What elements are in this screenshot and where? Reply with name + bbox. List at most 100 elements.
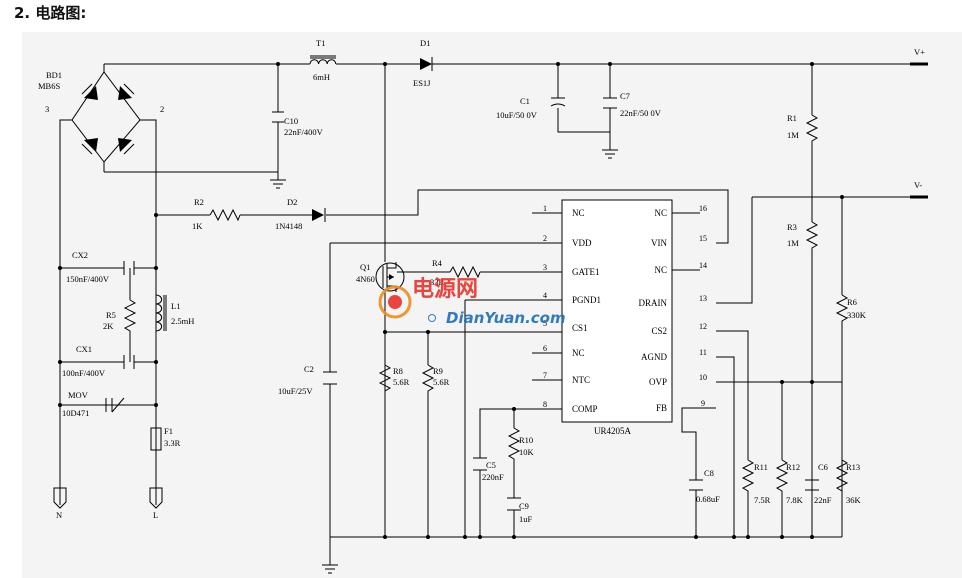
wires	[59, 62, 928, 565]
f1-ref: F1	[164, 426, 173, 436]
ic-pin-6-number: 6	[543, 344, 547, 353]
r13-ref: R13	[846, 462, 860, 472]
r2-ref: R2	[194, 197, 204, 207]
ic-pin-5-number: 5	[543, 319, 547, 328]
ic-pin-5-name: CS1	[572, 323, 588, 333]
output-vminus-label: V-	[914, 180, 922, 190]
r12-ref: R12	[786, 462, 800, 472]
d1-ref: D1	[420, 38, 430, 48]
dianyuan-watermark-logo: 电源网 DianYuan.com	[378, 277, 566, 327]
r8-value: 5.6R	[393, 377, 410, 387]
ic-pin-9-name: FB	[656, 403, 667, 413]
c1-value: 10uF/50 0V	[496, 110, 538, 120]
ic-pin-8-number: 8	[543, 400, 547, 409]
capacitor-c9: C9 1uF	[507, 497, 533, 524]
d1-value: ES1J	[413, 78, 431, 88]
resistor-r1: R1 1M	[787, 113, 819, 145]
c6-value: 22nF	[814, 495, 832, 505]
ic-pin-12-name: CS2	[651, 326, 667, 336]
ic-pin-1-number: 1	[543, 204, 547, 213]
d2-ref: D2	[287, 197, 297, 207]
c6-ref: C6	[818, 462, 828, 472]
capacitor-c8: C8 0.68uF	[689, 468, 720, 504]
q1-ref: Q1	[360, 262, 370, 272]
capacitor-cx1: CX1 100nF/400V	[62, 344, 135, 378]
fuse-f1: F1 3.3R	[150, 405, 181, 451]
ic-pin-10-number: 10	[699, 373, 707, 382]
inductor-l1: L1 2.5mH	[155, 294, 194, 332]
c1-ref: C1	[520, 96, 530, 106]
watermark-cn: 电源网	[412, 277, 478, 302]
r8-ref: R8	[393, 366, 403, 376]
l1-value: 2.5mH	[171, 316, 194, 326]
bd1-value: MB6S	[38, 81, 60, 91]
junction-dots	[58, 62, 844, 539]
ground-symbol	[322, 564, 338, 574]
r1-value: 1M	[787, 130, 799, 140]
q1-value: 4N60	[356, 274, 375, 284]
r5-ref: R5	[106, 310, 116, 320]
ic-pin-15-name: VIN	[651, 238, 667, 248]
capacitor-c5: C5 220nF	[473, 457, 504, 482]
r10-value: 10K	[519, 447, 535, 457]
mosfet-q1: Q1 4N60	[356, 262, 405, 292]
bd1-pin2: 2	[160, 104, 164, 114]
mov-value: 10D471	[62, 408, 89, 418]
ic-pin-6-name: NC	[572, 348, 585, 358]
r1-ref: R1	[787, 113, 797, 123]
r9-ref: R9	[433, 366, 443, 376]
ic-pin-1-name: NC	[572, 208, 585, 218]
ic-pin-16-number: 16	[699, 204, 707, 213]
cx1-value: 100nF/400V	[62, 368, 106, 378]
bridge-rectifier-bd1: BD1 MB6S 3 2	[38, 70, 164, 163]
resistor-r8: R8 5.6R	[378, 364, 410, 395]
resistor-r3: R3 1M	[787, 221, 819, 252]
resistor-r9: R9 5.6R	[421, 364, 450, 395]
c9-value: 1uF	[519, 514, 533, 524]
r13-value: 36K	[846, 495, 862, 505]
capacitor-c2: C2 10uF/25V	[278, 364, 337, 396]
ic-pin-9-number: 9	[701, 399, 705, 408]
c8-value: 0.68uF	[696, 494, 720, 504]
resistor-r12: R12 7.8K	[775, 459, 804, 505]
ic-pin-8-name: COMP	[572, 404, 598, 414]
c10-ref: C10	[284, 116, 298, 126]
d2-value: 1N4148	[275, 221, 302, 231]
r3-value: 1M	[787, 238, 799, 248]
ic-pin-14-number: 14	[699, 261, 707, 270]
r12-value: 7.8K	[786, 495, 804, 505]
r10-ref: R10	[519, 435, 533, 445]
diode-d1: D1 ES1J	[413, 38, 433, 88]
r5-value: 2K	[103, 321, 114, 331]
f1-value: 3.3R	[164, 438, 181, 448]
l1-ref: L1	[171, 301, 180, 311]
c7-value: 22nF/50 0V	[620, 108, 662, 118]
r4-value: 33R	[430, 277, 445, 287]
ic-pin-7-number: 7	[543, 371, 547, 380]
ic-pin-16-name: NC	[654, 208, 667, 218]
resistor-r4: R4 33R	[430, 258, 481, 287]
ic-pin-10-name: OVP	[649, 377, 667, 387]
ic-pin-12-number: 12	[699, 322, 707, 331]
c8-ref: C8	[704, 468, 714, 478]
c5-value: 220nF	[482, 472, 504, 482]
resistor-r2: R2 1K	[192, 197, 241, 231]
r6-ref: R6	[847, 297, 857, 307]
resistor-r5: R5 2K	[103, 299, 137, 336]
transformer-t1: T1 6mH	[309, 38, 337, 82]
c2-ref: C2	[304, 364, 314, 374]
neutral-label: N	[56, 510, 62, 520]
r3-ref: R3	[787, 222, 797, 232]
section-heading: 2. 电路图:	[14, 4, 87, 22]
cx2-value: 150nF/400V	[66, 274, 110, 284]
ic-pin-7-name: NTC	[572, 375, 590, 385]
ic-pin-3-name: GATE1	[572, 267, 600, 277]
r6-value: 330K	[847, 310, 867, 320]
r11-value: 7.5R	[754, 495, 771, 505]
c9-ref: C9	[519, 501, 529, 511]
capacitor-c10: C10 22nF/400V	[270, 111, 324, 189]
r9-value: 5.6R	[433, 377, 450, 387]
ic-pin-13-number: 13	[699, 294, 707, 303]
r11-ref: R11	[754, 462, 768, 472]
